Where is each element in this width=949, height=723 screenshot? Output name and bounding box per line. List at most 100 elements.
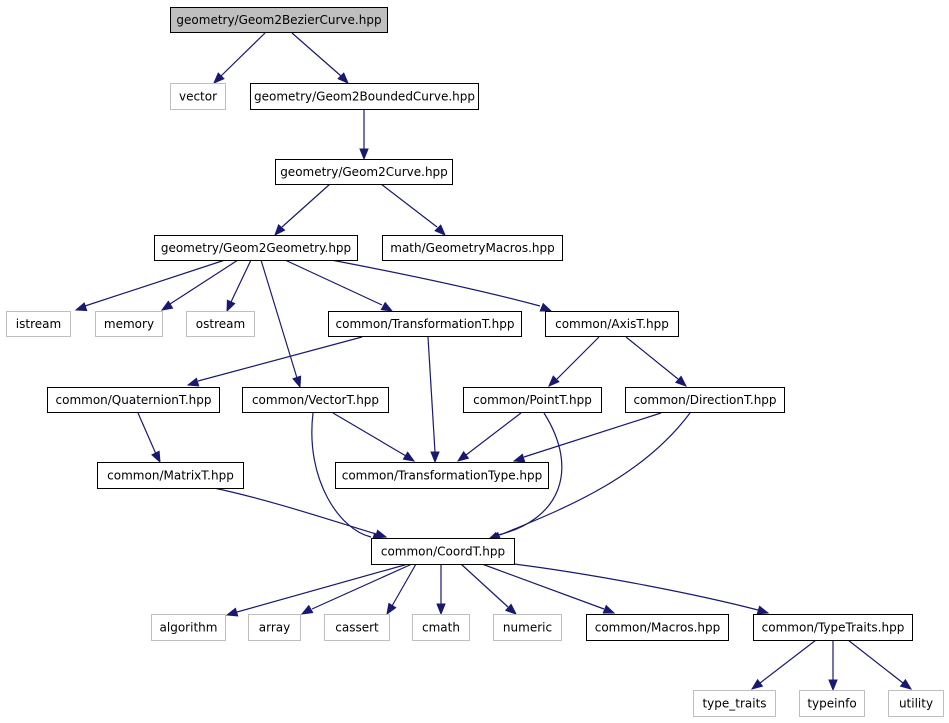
graph-node-file[interactable]: math/GeometryMacros.hpp [382, 235, 563, 261]
edge-line [281, 183, 331, 228]
edge-arrowhead [160, 300, 174, 311]
graph-node-external: algorithm [151, 614, 226, 641]
node-box [753, 614, 913, 641]
graph-node-external: typeinfo [799, 690, 865, 717]
edge-arrowhead [674, 375, 688, 387]
graph-node-file[interactable]: common/CoordT.hpp [371, 538, 515, 565]
edge-n10-n14 [625, 336, 688, 387]
graph-node-root: geometry/Geom2BezierCurve.hpp [170, 7, 388, 33]
edge-n4-n8 [226, 259, 252, 313]
edge-n4-n12 [260, 259, 302, 389]
node-box [625, 387, 785, 413]
edge-arrowhead [504, 603, 518, 615]
node-label: common/TransformationT.hpp [336, 317, 515, 331]
edge-line [465, 412, 522, 456]
graph-node-file[interactable]: geometry/Geom2BoundedCurve.hpp [250, 83, 479, 110]
edge-arrowhead [274, 223, 286, 237]
node-box [170, 83, 226, 110]
node-box [250, 83, 479, 110]
node-box [371, 538, 515, 565]
edge-n13-n16 [456, 412, 522, 462]
edge-n24-n26 [828, 640, 838, 692]
edge-line [391, 563, 417, 607]
edge-line [460, 563, 509, 608]
node-label: common/TransformationType.hpp [342, 469, 543, 483]
edge-line [380, 183, 438, 228]
node-label: cmath [422, 621, 460, 635]
edge-n14-n16 [512, 412, 662, 463]
edge-n24-n25 [750, 639, 817, 690]
edge-arrowhead [456, 450, 470, 462]
node-label: common/TypeTraits.hpp [762, 621, 905, 635]
edge-arrowhead [512, 453, 526, 463]
graph-node-file[interactable]: common/DirectionT.hpp [625, 387, 785, 413]
graph-node-external: istream [6, 311, 71, 337]
edge-arrowhead [602, 604, 616, 614]
edge-n11-n15 [137, 412, 161, 464]
edge-n15-n17 [213, 487, 388, 539]
edge-line [556, 336, 600, 380]
node-label: math/GeometryMacros.hpp [390, 241, 554, 255]
node-label: common/CoordT.hpp [381, 545, 505, 559]
edge-arrowhead [436, 603, 446, 616]
edge-line [427, 336, 436, 453]
graph-node-file[interactable]: common/PointT.hpp [463, 387, 602, 413]
node-label: istream [16, 317, 61, 331]
node-label: common/QuaternionT.hpp [56, 393, 212, 407]
graph-node-file[interactable]: geometry/Geom2Curve.hpp [275, 159, 453, 185]
edge-arrowhead [750, 678, 764, 690]
edge-arrowhead [213, 72, 225, 84]
edge-n24-n27 [847, 639, 913, 690]
edge-line [220, 32, 266, 77]
node-label: array [259, 621, 290, 635]
node-box [186, 311, 255, 337]
edge-arrowhead [226, 299, 236, 313]
graph-node-external: utility [888, 690, 944, 717]
node-box [693, 690, 776, 717]
node-label: typeinfo [807, 697, 856, 711]
edge-line [523, 412, 662, 458]
edge-arrowhead [434, 224, 446, 236]
edge-n3-n4 [274, 183, 331, 237]
node-box [463, 387, 602, 413]
node-label: cassert [335, 621, 379, 635]
node-box [888, 690, 944, 717]
edge-arrowhead [828, 679, 838, 692]
edge-n4-n9 [284, 259, 394, 312]
node-label: common/Macros.hpp [595, 621, 721, 635]
graph-node-file[interactable]: common/VectorT.hpp [242, 387, 389, 413]
graph-node-file[interactable]: common/Macros.hpp [586, 614, 729, 641]
graph-node-external: type_traits [693, 690, 776, 717]
graph-node-file[interactable]: common/AxisT.hpp [545, 311, 679, 337]
edge-n0-n1 [213, 32, 266, 84]
edge-n17-n22 [460, 563, 518, 615]
edge-line [169, 259, 239, 305]
edge-line [513, 563, 759, 611]
edge-n9-n16 [427, 336, 440, 464]
node-label: vector [179, 90, 217, 104]
edge-line [481, 563, 605, 610]
edge-line [291, 32, 342, 77]
graph-node-file[interactable]: common/QuaternionT.hpp [47, 387, 220, 413]
node-label: geometry/Geom2BezierCurve.hpp [176, 13, 381, 27]
node-label: common/AxisT.hpp [555, 317, 669, 331]
node-box [328, 311, 522, 337]
graph-node-file[interactable]: common/TypeTraits.hpp [753, 614, 913, 641]
graph-node-external: memory [95, 311, 163, 337]
edge-n17-n19 [300, 563, 413, 615]
edge-line [213, 487, 377, 535]
edge-n17-n20 [386, 563, 417, 616]
graph-node-external: ostream [186, 311, 255, 337]
graph-node-file[interactable]: common/TransformationType.hpp [335, 462, 549, 489]
graph-node-external: numeric [493, 614, 562, 641]
node-label: common/PointT.hpp [473, 393, 592, 407]
edge-line [759, 639, 817, 684]
edge-line [625, 336, 679, 380]
graph-node-file[interactable]: geometry/Geom2Geometry.hpp [154, 235, 358, 261]
graph-node-file[interactable]: common/MatrixT.hpp [97, 462, 244, 489]
graph-node-file[interactable]: common/TransformationT.hpp [328, 311, 522, 337]
edge-n17-n21 [436, 564, 446, 616]
edge-arrowhead [292, 375, 302, 389]
node-label: ostream [196, 317, 245, 331]
